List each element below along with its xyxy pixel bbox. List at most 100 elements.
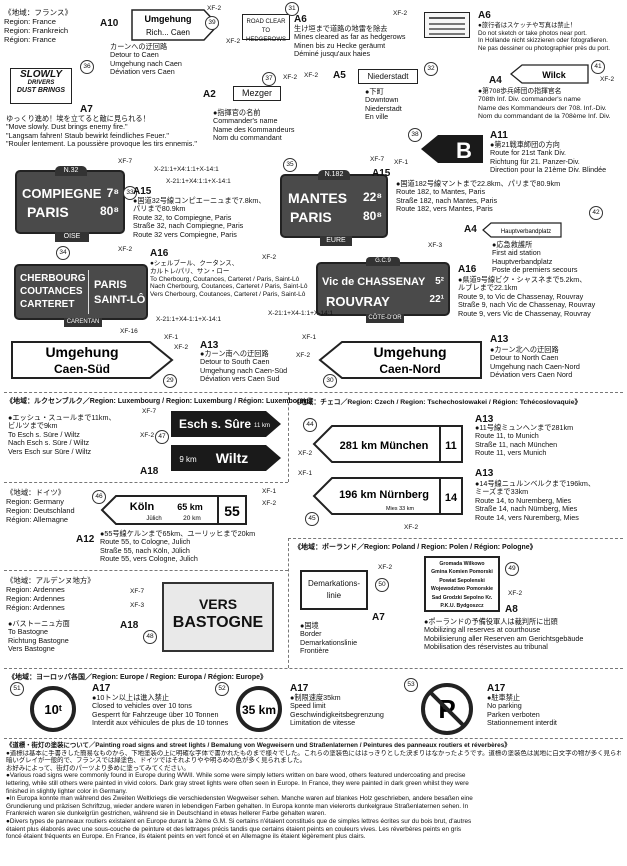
a15a-dist2: 80⁸: [99, 204, 119, 218]
lux-sign2-dist: 9 km: [179, 455, 197, 464]
a4b-line-de: Hauptverbandplatz: [492, 256, 553, 266]
poland-a7-line-jp: ●国境: [300, 621, 319, 630]
a16a-bottom-label: CARENTAN: [64, 318, 102, 327]
a5-line-en: Downtown: [365, 95, 399, 105]
a16b-dist2: 22¹: [429, 294, 444, 305]
europe-s3-number: 53: [404, 678, 418, 692]
a15a-top-label: N.32: [55, 166, 87, 176]
czech-a13a-line-de: Straße 11, nach München: [475, 439, 558, 449]
a4b-description: ●応急救護所 First aid station Hauptverbandpla…: [492, 240, 578, 275]
czech-nurnberg-sign: 196 km Nürnberg Mies 33 km 14: [312, 477, 463, 515]
a13b-sign-text1: Umgehung: [373, 344, 446, 360]
a16a-description: ●シェルブール、クータンス、 カルトレ/パリ、サン・ロー To Cherbour…: [150, 260, 308, 299]
a11-description: ●第21戦車師団の方向 Route for 21st Tank Div. Ric…: [490, 140, 606, 175]
poland-a8-text5: Sad Grodzki Sepolno Kr.: [431, 594, 493, 601]
germany-line-jp: ●55号線ケルンまで65km、ユーリッヒまで20km: [100, 529, 256, 538]
germany-sub: Jülich: [146, 516, 161, 522]
a16b-line1: Vic de CHASSENAY: [322, 276, 426, 288]
europe-s1-line-de: Gesperrt für Fahrzeuge über 10 Tonnen: [92, 709, 219, 719]
a15b-scale: X-21:1+X4:1:1+X-14:1: [166, 178, 231, 185]
europe-s2-line-en: Speed limit: [290, 701, 326, 711]
a15b-xf-label: XF-7: [370, 156, 385, 163]
ardennes-region-block: 《地域：アルデンヌ地方》 Region: Ardennes Region: Ar…: [6, 576, 95, 612]
a15a-line2: PARIS: [27, 204, 69, 220]
poland-a7-number: 50: [375, 578, 389, 592]
a4-line-de: Name des Kommandeurs der 708. Inf.-Div.: [478, 104, 607, 112]
a16b-line-jp1: ●県道9号線ビク・シャスネまで5.2km、: [458, 275, 587, 284]
notes-en-1: ●Various road signs were commonly found …: [6, 772, 466, 780]
a11-xf-label: XF-1: [394, 159, 409, 166]
a11-sign-text: B: [456, 138, 472, 163]
czech-a13b-code: A13: [475, 468, 494, 479]
a15a-code: A15: [133, 186, 152, 197]
a16a-code: A16: [150, 248, 169, 259]
ardennes-region-de: Region: Ardennes: [6, 594, 65, 603]
notes-de-3: Frankreich waren sie dunkelgrün gestrich…: [6, 810, 327, 818]
poland-a8-line-jp: ●ポーランドの予備役軍人は裁判所に出頭: [424, 617, 558, 626]
a5-sign-text: Niederstadt: [367, 72, 409, 81]
a6b-line-jp: ●旅行者はスケッチや写真は禁止！: [478, 22, 577, 29]
czech-a13a-code: A13: [475, 414, 494, 425]
a15b-line-de: Straße 182, nach Mantes, Paris: [396, 195, 498, 205]
germany-route: 55: [224, 503, 240, 519]
a2-number: 37: [262, 72, 276, 86]
a15a-xf-label: XF-7: [118, 158, 133, 165]
ardennes-line-de: Richtung Bastogne: [8, 635, 69, 645]
a15a-xf-label-2: XF-2: [118, 246, 133, 253]
a16a-line-jp1: ●シェルブール、クータンス、: [150, 260, 239, 267]
a16b-bottom-label: CÔTE-D'OR: [366, 314, 404, 323]
poland-a8-text6: P.K.U. Bydgoszcz: [440, 603, 484, 610]
notes-fr-1: ●Divers types de panneaux routiers exist…: [6, 817, 472, 825]
notes-jp-1: ●道標は基本に手書きした簡易なものから、下地塗装の上に明確な字体で書かれたものま…: [6, 749, 621, 757]
a5-line-de: Niederstadt: [365, 103, 402, 113]
a16b-line-en: Route 9, to Vic de Chassenay, Rouvray: [458, 291, 584, 301]
czech-a13b-route: 14: [445, 492, 458, 504]
a7-sign-text3: DUST BRINGS: [16, 87, 66, 94]
painting-notes: 《道標・街灯の塗装について／Painting road signs and st…: [6, 742, 621, 841]
a6-number: 31: [285, 2, 299, 16]
a15b-line2: PARIS: [290, 209, 332, 225]
a13b-line-en: Detour to North Caen: [490, 353, 559, 363]
a10-line-en: Detour to Caen: [110, 50, 159, 60]
czech-a13b-number: 45: [305, 512, 319, 526]
czech-a13b-sub: Mies 33 km: [386, 506, 415, 512]
a11-line-jp: ●第21戦車師団の方向: [490, 140, 560, 149]
notes-fr-3: foncé étaient fréquents en Europe. En Fr…: [6, 833, 366, 841]
poland-a7-line-de: Demarkationslinie: [300, 637, 358, 647]
a16a-right1: PARIS: [94, 279, 127, 291]
europe-s1-line-fr: Interdit aux véhicules de plus de 10 ton…: [92, 718, 229, 728]
a2-line-jp: ●指揮官の名前: [213, 108, 261, 117]
europe-s2-number: 52: [215, 682, 229, 696]
notes-en-3: finished in slightly lighter color in Ge…: [6, 787, 128, 795]
europe-35km-sign: 35 km: [236, 686, 282, 732]
a15a-number: 33: [123, 186, 137, 200]
a15b-description: ●国道182号線マントまで22.8km、パリまで80.9km Route 182…: [396, 179, 561, 214]
czech-a13a-xf-label: XF-2: [298, 450, 313, 457]
czech-a13b-line-jp1: ●14号線ニュルンベルクまで196km、: [475, 479, 596, 488]
a7-line-de: "Langsam fahren! Staub bewirkt feindlich…: [6, 130, 169, 140]
europe-s1-number: 51: [10, 682, 24, 696]
germany-line-de: Straße 55, nach Köln, Jülich: [100, 545, 190, 555]
divider-czech: [288, 538, 623, 539]
a15a-dist1: 7⁸: [106, 186, 119, 200]
a15-compiegne-sign: N.32 COMPIEGNE 7⁸ PARIS 80⁸ OISE: [15, 166, 125, 242]
a6b-line-de: In Hollande nicht skizzieren oder fotogr…: [478, 37, 608, 45]
a13a-line-en: Detour to South Caen: [200, 357, 270, 367]
a15b-line-jp: ●国道182号線マントまで22.8km、パリまで80.9km: [396, 179, 561, 188]
poland-a8-text2: Gmina Komien Pomorski: [431, 569, 493, 576]
a5-number: 32: [424, 62, 438, 76]
poland-a8-code: A8: [505, 604, 518, 615]
a5-line-jp: ●下町: [365, 87, 384, 96]
a5-line-fr: En ville: [365, 112, 389, 122]
a2-xf-label: XF-2: [283, 74, 298, 81]
germany-region-fr: Région: Allemagne: [6, 515, 69, 524]
a4-number: 41: [591, 60, 605, 74]
a6-description: 生け垣まで道路の地雷を除去 Mines cleared as far as he…: [294, 24, 405, 59]
lux-line-fr: Vers Esch sur Süre / Wiltz: [8, 446, 92, 456]
a4-line-jp: ●第708歩兵師団の指揮官名: [478, 88, 562, 95]
a16b-description: ●県道9号線ビク・シャスネまで5.2km、 ルブレまで22.1km Route …: [458, 275, 595, 318]
france-region-fr: Région: France: [4, 35, 56, 44]
a10-line-de: Umgehung nach Caen: [110, 58, 182, 68]
a13b-line-de: Umgehung nach Caen-Nord: [490, 361, 580, 371]
france-region-en: Region: France: [4, 17, 56, 26]
